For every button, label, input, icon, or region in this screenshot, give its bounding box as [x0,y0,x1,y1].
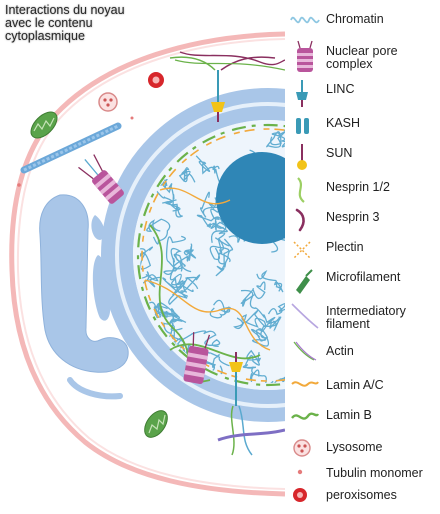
nuclear-pore-icon [297,40,313,72]
title-line-2: avec le contenu [5,16,93,30]
chromatin-strand [168,279,188,306]
title-line-3: cytoplasmique [5,29,85,43]
lamin-b-layer [136,123,285,387]
diagram-title: Interactions du noyau avec le contenu cy… [5,4,185,43]
legend-item-plectin: Plectin [288,236,438,262]
legend-item-nesprin-1-2: Nesprin 1/2 [288,176,438,203]
lysosome [98,92,118,112]
chromatin-strand [266,131,285,148]
nuclear-envelope [101,88,285,422]
sun-icon [297,144,307,170]
chromatin-strand [140,271,161,288]
chromatin [140,127,285,383]
chromatin-strand [195,155,220,175]
tubulin-monomer [130,116,134,120]
legend-item-nesprin-3: Nesprin 3 [288,206,438,232]
tubulin-monomer [17,183,21,187]
nuclear-pore-complex [78,154,124,204]
legend-item-tubulin: Tubulin monomer [288,462,438,488]
mitochondrion [144,410,168,438]
nesprin-3-icon [295,208,305,232]
legend-item-lysosome: Lysosome [288,436,438,462]
microfilament-icon [296,269,313,294]
chromatin-strand [140,301,158,321]
chromatin-strand [196,214,224,229]
chromatin-strand [251,366,274,383]
chromatin-strand [210,201,229,243]
nuclear-pore-complex [183,332,211,384]
legend-item-peroxisome: peroxisomes [288,484,438,510]
legend-item-lamin-b: Lamin B [288,404,438,430]
chromatin-strand [271,127,285,157]
actin-icon [293,341,317,361]
peroxisome [148,72,164,88]
lamin-b-icon [291,412,320,420]
legend-item-lamin-a-c: Lamin A/C [288,374,438,400]
chromatin-strand [267,293,285,315]
chromatin-strand [233,309,267,330]
chromatin-strand [162,277,194,297]
plectin-icon [293,241,311,259]
linc-icon [296,80,308,107]
chromatin-strand [209,299,231,319]
nucleolus [216,152,285,244]
chromatin-strand [165,235,193,271]
legend-item-chromatin: Chromatin [288,8,438,34]
lysosome-icon [293,439,311,457]
er-label: ER [20,227,40,243]
microtubule [20,122,122,174]
title-line-1: Interactions du noyau [5,3,125,17]
chromatin-strand [169,248,186,284]
legend-item-actin: Actin [288,340,438,366]
chromatin-strand [162,196,183,218]
chromatin-strand [242,349,262,369]
chromatin-strand [163,308,183,335]
chromatin-strand [183,243,197,261]
tubulin-icon [297,469,303,475]
kash-icon [296,118,309,134]
linc-complex [169,56,276,122]
legend-item-linc: LINC [288,78,438,107]
intermediate-filament-icon [291,303,319,329]
chromatin-strand [178,167,196,183]
legend-item-sun: SUN [288,142,438,170]
cell-membrane [9,31,285,497]
legend-item-intermediate-filament: Intermediatory filament [288,300,438,331]
legend-item-kash: KASH [288,112,438,138]
chromatin-strand [180,330,221,348]
chromatin-icon [290,16,320,24]
nesprin-1-2-icon [297,177,305,203]
chromatin-strand [171,274,201,294]
chromatin-strand [209,245,231,268]
chromatin-strand [256,269,284,293]
linc-complex [217,352,285,456]
lamin-a-c-icon [291,381,319,387]
legend-item-microfilament: Microfilament [288,266,438,294]
legend-item-nuclear-pore-complex: Nuclear pore complex [288,40,438,72]
peroxisome-icon [293,488,307,502]
chromatin-strand [240,281,266,307]
mitochondrion [30,111,58,139]
lamin-a-c-layer [141,128,285,382]
